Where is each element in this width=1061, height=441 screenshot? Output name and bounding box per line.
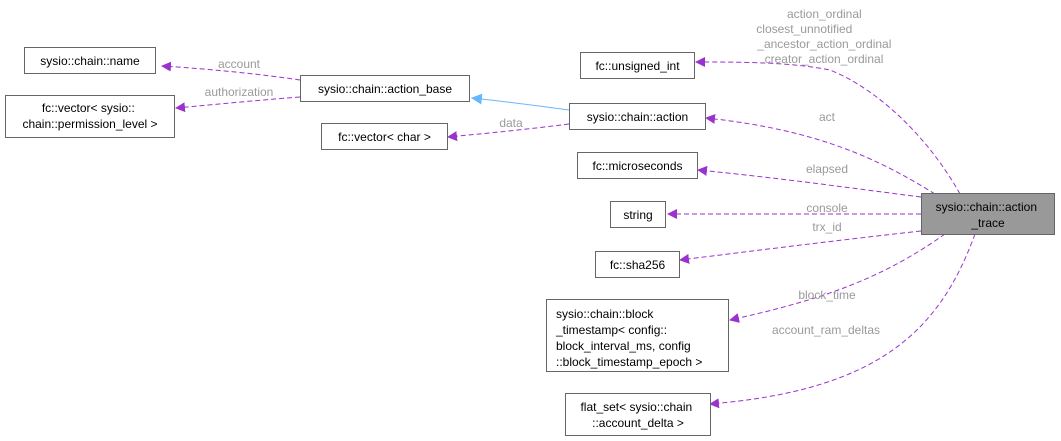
node-microseconds[interactable]: fc::microseconds [577,152,698,179]
node-flat-set-label-1: flat_set< sysio::chain [580,400,692,414]
edge-act [705,113,936,195]
edge-account-ram-deltas [709,233,976,409]
edge-labels: account authorization data action_ordina… [205,7,894,337]
node-char-vector-label: fc::vector< char > [338,130,431,144]
node-name[interactable]: sysio::chain::name [24,47,156,74]
node-name-label: sysio::chain::name [40,54,140,68]
svg-text:sysio::chain::block _t: sysio::chain::block _timestamp< config::… [555,307,702,369]
node-action[interactable]: sysio::chain::action [569,103,706,130]
edge-data [447,123,570,142]
edge-label-unsigned-int: action_ordinal closest_unnotified _ances… [756,7,894,66]
node-permission-vector[interactable]: fc::vector< sysio:: chain::permission_le… [5,95,175,138]
node-permission-vector-label-1: fc::vector< sysio:: [42,101,135,115]
node-string[interactable]: string [610,201,666,228]
edge-account [161,61,301,81]
node-block-timestamp-label-1: sysio::chain::block [556,307,654,321]
edge-label-unsigned-int-line-3: _ancestor_action_ordinal [756,37,891,51]
edge-label-unsigned-int-line-2: closest_unnotified [756,22,852,36]
node-action-base[interactable]: sysio::chain::action_base [300,75,470,102]
edge-label-act: act [819,110,836,124]
node-action-trace[interactable]: sysio::chain::action _trace [921,193,1055,235]
node-unsigned-int-label: fc::unsigned_int [595,59,680,73]
node-block-timestamp-label-3: block_interval_ms, config [556,339,691,353]
node-action-label: sysio::chain::action [587,110,688,124]
edge-label-block-time: block_time [798,288,856,302]
edge-block-time [729,233,946,323]
edge-label-elapsed: elapsed [806,162,848,176]
edge-label-unsigned-int-line-1: action_ordinal [787,7,862,21]
edge-elapsed [697,165,922,198]
node-string-label: string [623,208,652,222]
edge-label-authorization: authorization [205,85,274,99]
node-unsigned-int[interactable]: fc::unsigned_int [580,52,695,79]
edge-label-trx-id: trx_id [812,220,841,234]
svg-text:flat_set< sysio::chain: flat_set< sysio::chain ::account_delta > [580,400,695,430]
nodes: sysio::chain::name fc::vector< sysio:: c… [5,47,1055,436]
edge-label-account: account [218,57,261,71]
svg-text:fc::vector< sysio:: ch: fc::vector< sysio:: chain::permission_le… [22,101,157,131]
edge-label-console: console [806,201,848,215]
node-sha256[interactable]: fc::sha256 [595,251,680,278]
node-block-timestamp-label-2: _timestamp< config:: [555,323,667,337]
node-flat-set-label-2: ::account_delta > [592,416,684,430]
edge-inheritance [470,93,570,111]
node-flat-set[interactable]: flat_set< sysio::chain ::account_delta > [565,393,711,436]
node-block-timestamp[interactable]: sysio::chain::block _timestamp< config::… [546,299,729,372]
svg-text:sysio::chain::action _: sysio::chain::action _trace [936,200,1041,230]
node-char-vector[interactable]: fc::vector< char > [321,123,448,150]
node-action-base-label: sysio::chain::action_base [318,82,452,96]
edge-label-account-ram-deltas: account_ram_deltas [772,323,880,337]
node-action-trace-label-1: sysio::chain::action [936,200,1037,214]
node-microseconds-label: fc::microseconds [592,159,682,173]
edge-authorization [175,96,301,113]
edges [161,57,976,409]
node-block-timestamp-label-4: ::block_timestamp_epoch > [556,355,702,369]
edge-label-unsigned-int-line-4: creator_action_ordinal [765,52,884,66]
node-permission-vector-label-2: chain::permission_level > [22,117,157,131]
edge-trx-id [679,230,922,264]
edge-label-data: data [499,116,523,130]
node-action-trace-label-2: _trace [970,216,1005,230]
node-sha256-label: fc::sha256 [610,258,666,272]
